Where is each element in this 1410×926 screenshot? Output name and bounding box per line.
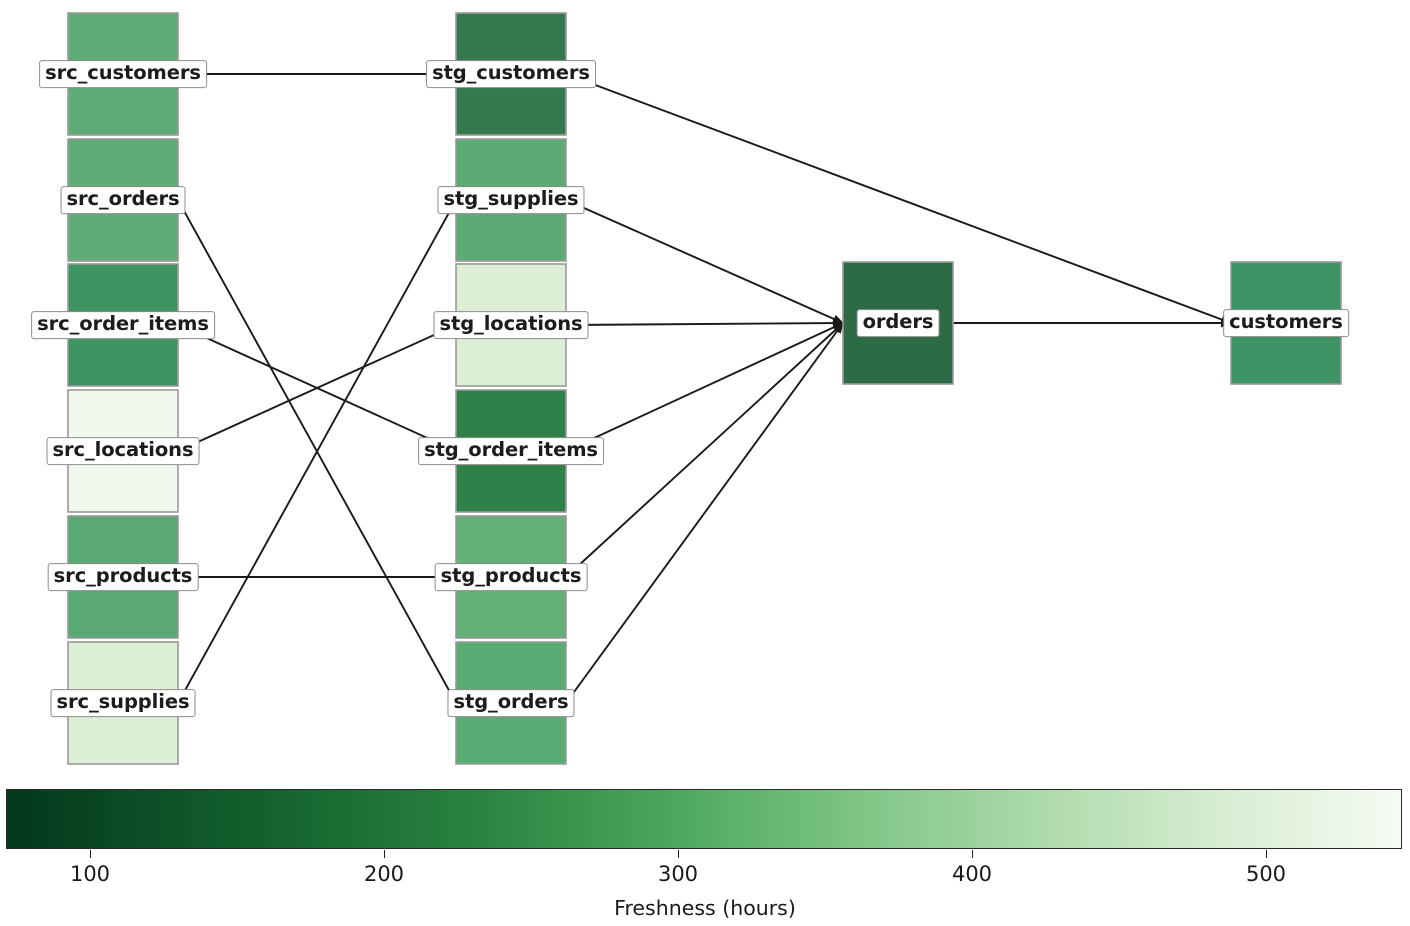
colorbar-ticklabel-200: 200 <box>363 862 405 886</box>
colorbar-ticklabel-500: 500 <box>1245 862 1287 886</box>
colorbar-tick-300 <box>678 850 679 858</box>
node-label-stg_locations[interactable]: stg_locations <box>433 311 589 339</box>
colorbar-axis-label: Freshness (hours) <box>614 896 796 920</box>
node-label-stg_orders[interactable]: stg_orders <box>447 689 575 717</box>
colorbar-ticklabel-300: 300 <box>657 862 699 886</box>
node-label-src_supplies[interactable]: src_supplies <box>50 689 196 717</box>
edge-stg_supplies-to-orders <box>565 199 844 324</box>
node-label-orders[interactable]: orders <box>856 309 940 337</box>
edge-stg_orders-to-orders <box>565 322 844 704</box>
colorbar-tick-400 <box>972 850 973 858</box>
colorbar-tick-500 <box>1266 850 1267 858</box>
edge-src_locations-to-stg_locations <box>177 324 457 452</box>
colorbar-tick-200 <box>384 850 385 858</box>
node-label-customers[interactable]: customers <box>1223 309 1349 337</box>
node-label-stg_order_items[interactable]: stg_order_items <box>418 437 604 465</box>
colorbar-ticklabel-100: 100 <box>69 862 111 886</box>
edge-stg_order_items-to-orders <box>565 322 844 452</box>
node-label-src_locations[interactable]: src_locations <box>46 437 200 465</box>
colorbar-gradient <box>7 790 1401 848</box>
edge-stg_locations-to-orders <box>565 318 844 328</box>
edge-src_supplies-to-stg_supplies <box>177 199 457 704</box>
edges-layer <box>177 73 1232 704</box>
node-label-src_order_items[interactable]: src_order_items <box>31 311 215 339</box>
edge-stg_customers-to-customers <box>565 73 1232 324</box>
colorbar-ticklabel-400: 400 <box>951 862 993 886</box>
edge-stg_products-to-orders <box>565 322 844 578</box>
node-label-src_orders[interactable]: src_orders <box>60 186 186 214</box>
graph-canvas <box>67 12 1342 765</box>
node-label-stg_products[interactable]: stg_products <box>434 563 588 591</box>
colorbar-tick-100 <box>90 850 91 858</box>
node-label-stg_customers[interactable]: stg_customers <box>426 60 596 88</box>
node-label-src_products[interactable]: src_products <box>47 563 199 591</box>
colorbar <box>6 789 1402 849</box>
node-label-src_customers[interactable]: src_customers <box>39 60 207 88</box>
node-label-stg_supplies[interactable]: stg_supplies <box>437 186 585 214</box>
